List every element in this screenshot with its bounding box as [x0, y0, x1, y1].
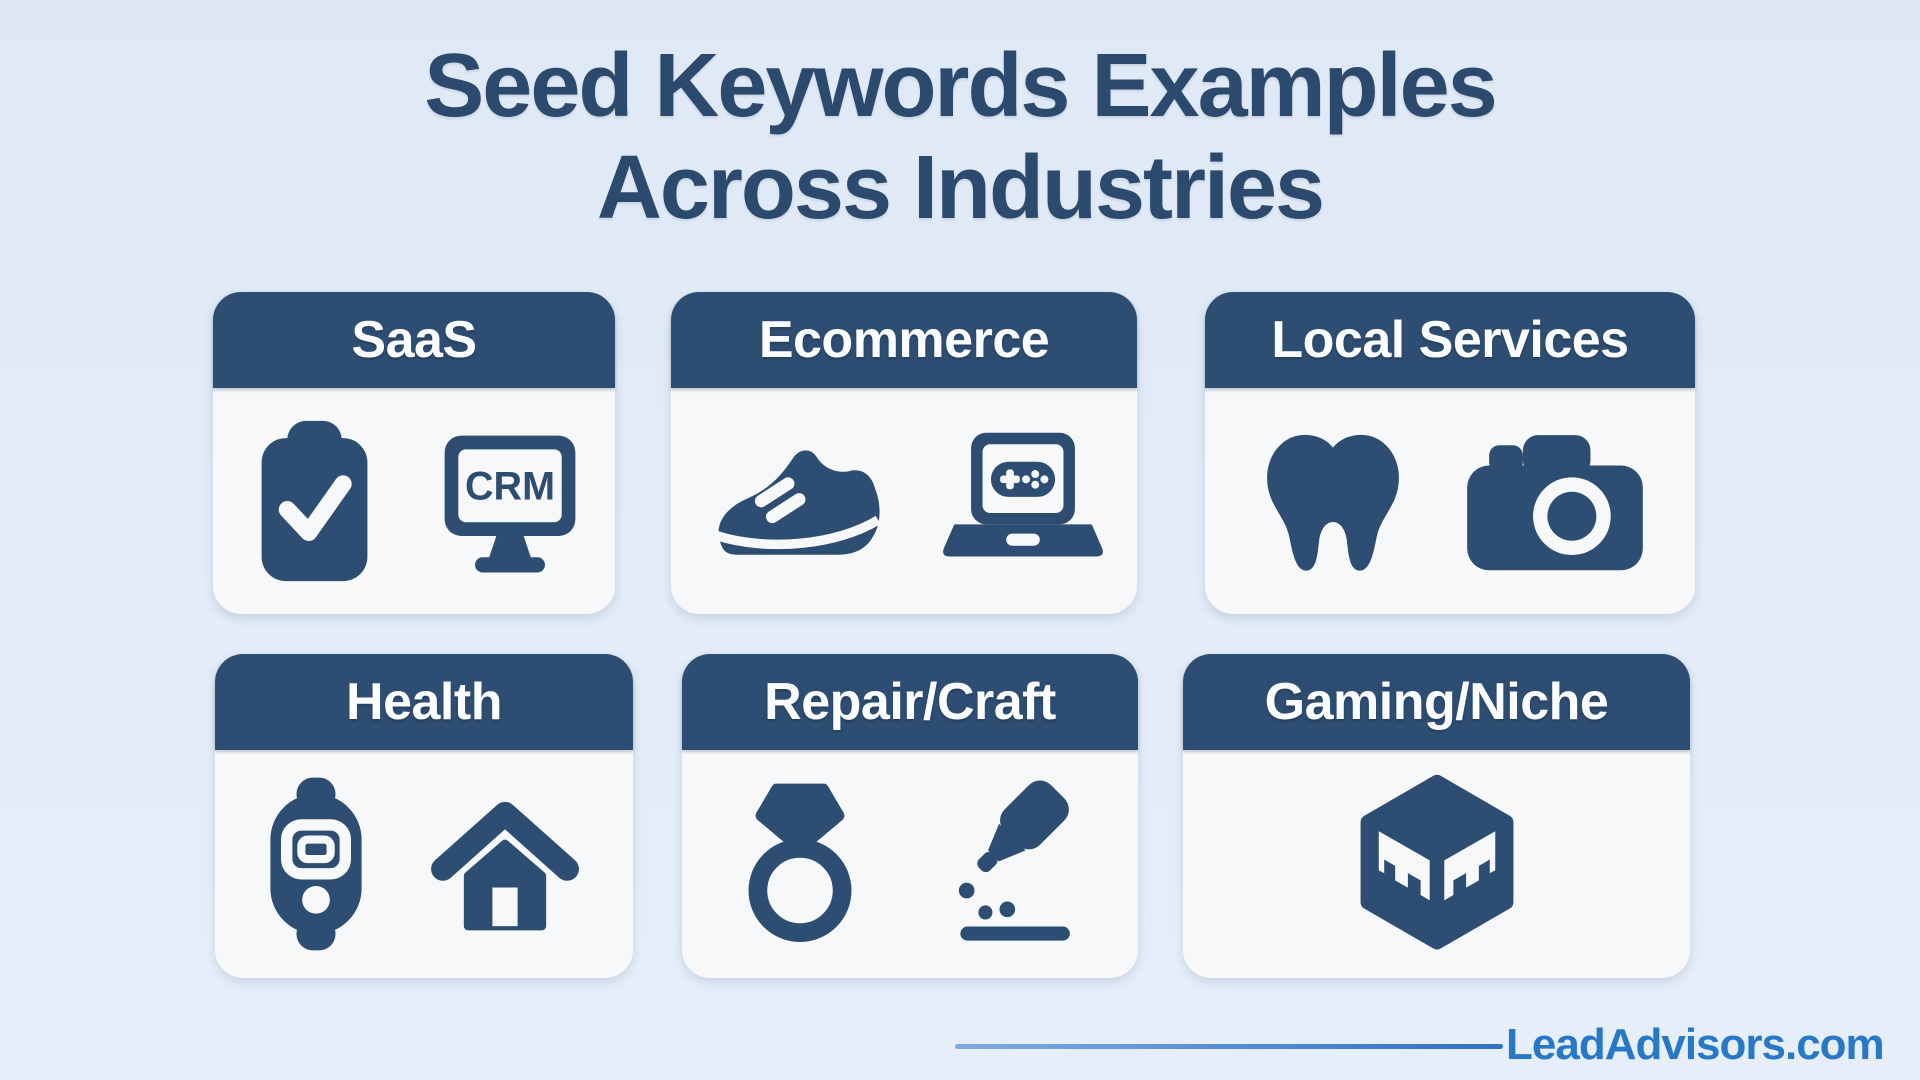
laptop-gamepad-icon [943, 432, 1103, 556]
card-health-header: Health [215, 654, 633, 750]
card-repair-craft: Repair/Craft [682, 654, 1138, 978]
card-gaming-niche-body [1183, 750, 1690, 978]
card-health: Health [215, 654, 633, 978]
house-icon [431, 801, 579, 931]
tooth-icon [1267, 434, 1399, 571]
page-title-line1: Seed Keywords Examples [424, 36, 1498, 136]
page-title-line2: Across Industries [596, 137, 1325, 238]
card-ecommerce-body [671, 388, 1137, 614]
crm-monitor-icon: CRM [444, 435, 575, 573]
card-saas-label: SaaS [351, 311, 477, 369]
card-local-services-body [1205, 388, 1695, 614]
card-gaming-niche: Gaming/Niche [1183, 654, 1690, 978]
card-local-services-header: Local Services [1205, 292, 1695, 388]
ring-icon [748, 783, 852, 943]
clipboard-check-icon [261, 420, 367, 582]
footer-brand: LeadAdvisors.com [1506, 1020, 1885, 1069]
card-repair-craft-label: Repair/Craft [764, 673, 1056, 731]
card-saas: SaaS CRM [213, 292, 615, 614]
card-ecommerce-header: Ecommerce [671, 292, 1137, 388]
card-gaming-niche-header: Gaming/Niche [1183, 654, 1690, 750]
sneaker-icon [715, 450, 881, 555]
card-local-services-label: Local Services [1271, 311, 1629, 369]
glue-drip-icon [958, 780, 1070, 941]
card-health-body [215, 750, 633, 978]
cube-icon [1360, 774, 1513, 950]
card-saas-header: SaaS [213, 292, 615, 388]
card-gaming-niche-label: Gaming/Niche [1264, 673, 1609, 731]
card-health-label: Health [346, 673, 502, 731]
camera-icon [1467, 435, 1643, 571]
crm-screen-text: CRM [465, 464, 555, 508]
card-saas-body: CRM [213, 388, 615, 614]
card-local-services: Local Services [1205, 292, 1695, 614]
page-title: Seed Keywords Examples Across Industries [0, 36, 1920, 239]
footer-divider-line [955, 1044, 1503, 1049]
card-ecommerce-label: Ecommerce [758, 311, 1050, 369]
glucose-meter-icon [270, 777, 362, 951]
card-repair-craft-header: Repair/Craft [682, 654, 1138, 750]
card-ecommerce: Ecommerce [671, 292, 1137, 614]
card-repair-craft-body [682, 750, 1138, 978]
